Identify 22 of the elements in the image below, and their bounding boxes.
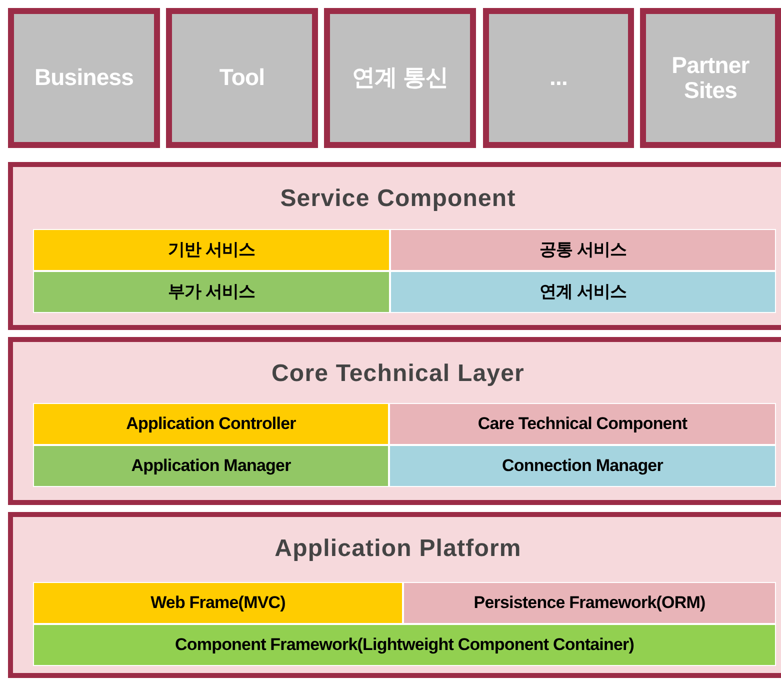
layer-panel [8,337,781,505]
component-cell: 부가 서비스 [33,271,390,313]
component-cell: Connection Manager [389,445,776,487]
system-box: Partner Sites [640,8,781,148]
component-cell: Web Frame(MVC) [33,582,403,624]
system-box: 연계 통신 [324,8,476,148]
layer-title: Application Platform [274,534,522,564]
component-cell: 연계 서비스 [390,271,776,313]
component-cell: Care Technical Component [389,403,776,445]
layer-panel [8,512,781,678]
system-box: Tool [166,8,318,148]
component-cell: 기반 서비스 [33,229,390,271]
system-box: ... [483,8,634,148]
layer-title: Core Technical Layer [270,359,526,389]
system-box: Business [8,8,160,148]
component-cell: Application Manager [33,445,389,487]
component-cell: Application Controller [33,403,389,445]
component-cell: Persistence Framework(ORM) [403,582,776,624]
component-cell: Component Framework(Lightweight Component Container) [33,624,776,666]
layer-title: Service Component [279,184,517,214]
layer-panel [8,162,781,330]
component-cell: 공통 서비스 [390,229,776,271]
